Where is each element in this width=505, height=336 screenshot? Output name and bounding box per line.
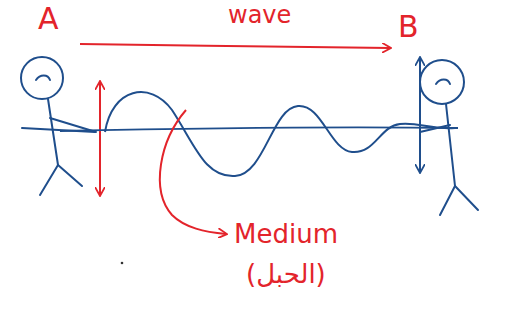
person-label: A — [38, 2, 59, 35]
person-label: B — [398, 10, 419, 43]
medium-label: Medium — [234, 220, 338, 249]
wave-direction-arrow — [80, 44, 390, 48]
rope-line — [60, 127, 458, 131]
oscillation-arrow — [99, 82, 101, 130]
medium-translation: (الحبل) — [246, 260, 326, 289]
oscillation-arrow — [419, 110, 421, 172]
person-a — [21, 57, 96, 195]
oscillation-arrow — [419, 58, 421, 110]
leader-line — [160, 110, 226, 234]
wave-curve — [105, 92, 455, 176]
person-b — [420, 60, 478, 215]
dot-mark — [121, 262, 124, 265]
wave-label: wave — [228, 2, 291, 28]
